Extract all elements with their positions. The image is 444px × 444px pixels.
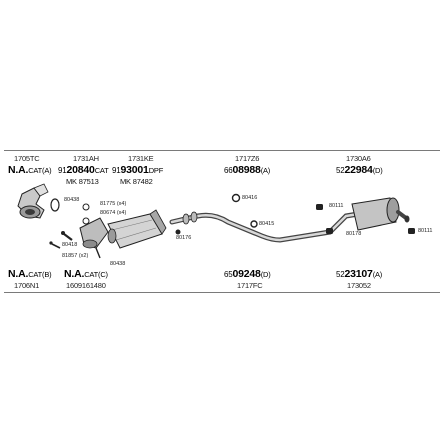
part-prefix: 91 xyxy=(58,166,67,175)
part-number[interactable]: 9120840CAT xyxy=(58,165,109,176)
part-main: 23107 xyxy=(344,268,373,280)
component-code: 80418 xyxy=(62,242,78,248)
clamp-icon xyxy=(82,203,90,225)
component-code: 81775 (x4) xyxy=(100,201,127,207)
part-prefix: 65 xyxy=(224,270,233,279)
bottom-divider xyxy=(4,292,440,293)
part-prefix: 91 xyxy=(112,166,121,175)
part-suffix: CAT(A) xyxy=(28,166,52,175)
middle-pipe-icon[interactable] xyxy=(169,211,333,243)
component-code: 80415 xyxy=(259,221,275,227)
hanger-icon xyxy=(175,193,258,235)
part-number[interactable]: 6608988(A) xyxy=(224,165,270,176)
part-suffix: DPF xyxy=(148,166,164,175)
catalyst-a-icon[interactable] xyxy=(17,183,49,219)
top-divider xyxy=(4,150,440,151)
ref-label: 173052 xyxy=(347,281,371,290)
rear-silencer-icon[interactable] xyxy=(327,197,410,235)
ref-label: 1609161480 xyxy=(66,281,106,290)
part-suffix: CAT xyxy=(94,166,109,175)
part-number[interactable]: 6509248(D) xyxy=(224,269,271,280)
part-number[interactable]: 9193001DPF xyxy=(112,165,163,176)
component-code: 80674 (x4) xyxy=(100,210,127,216)
ref-label: 1717FC xyxy=(237,281,263,290)
ref-label: 1731AH xyxy=(73,154,99,163)
gasket-icon xyxy=(50,198,60,212)
mk-code: MK 87482 xyxy=(120,177,153,186)
component-code: 80111 xyxy=(329,203,344,209)
part-number[interactable]: N.A.CAT(C) xyxy=(64,269,108,280)
part-main: 08988 xyxy=(232,164,261,176)
part-suffix: (D) xyxy=(372,166,383,175)
part-main: 20840 xyxy=(66,164,95,176)
part-main: N.A. xyxy=(8,164,29,176)
part-prefix: 66 xyxy=(224,166,233,175)
component-code: 80111 xyxy=(418,228,433,234)
part-main: N.A. xyxy=(64,268,85,280)
rubber-mount-icon xyxy=(316,204,415,234)
part-number[interactable]: N.A.CAT(A) xyxy=(8,164,52,176)
part-suffix: CAT(C) xyxy=(84,270,108,279)
part-suffix: CAT(B) xyxy=(28,270,52,279)
part-prefix: 52 xyxy=(336,270,345,279)
component-code: 80178 xyxy=(346,231,362,237)
ref-label: 1717Z6 xyxy=(235,154,260,163)
ref-label: 1731KE xyxy=(128,154,154,163)
ref-label: 1730A6 xyxy=(346,154,371,163)
catalyst-b-icon[interactable] xyxy=(79,217,109,259)
part-main: 22984 xyxy=(344,164,373,176)
ref-label: 1705TC xyxy=(14,154,40,163)
part-suffix: (D) xyxy=(260,270,271,279)
component-code: 81857 (x2) xyxy=(62,253,89,259)
part-suffix: (A) xyxy=(372,270,383,279)
component-code: 80416 xyxy=(242,195,258,201)
part-prefix: 52 xyxy=(336,166,345,175)
bolt-icon xyxy=(49,231,73,249)
component-code: 80176 xyxy=(176,235,192,241)
part-number[interactable]: N.A.CAT(B) xyxy=(8,268,52,280)
mk-code: MK 87513 xyxy=(66,177,99,186)
part-suffix: (A) xyxy=(260,166,271,175)
part-main: 93001 xyxy=(120,164,149,176)
component-code: 80438 xyxy=(110,261,126,267)
part-number[interactable]: 5222984(D) xyxy=(336,165,383,176)
part-main: N.A. xyxy=(8,268,29,280)
component-code: 80438 xyxy=(64,197,80,203)
part-number[interactable]: 5223107(A) xyxy=(336,269,382,280)
ref-label: 1706N1 xyxy=(14,281,40,290)
dpf-filter-icon[interactable] xyxy=(107,209,167,249)
part-main: 09248 xyxy=(232,268,261,280)
